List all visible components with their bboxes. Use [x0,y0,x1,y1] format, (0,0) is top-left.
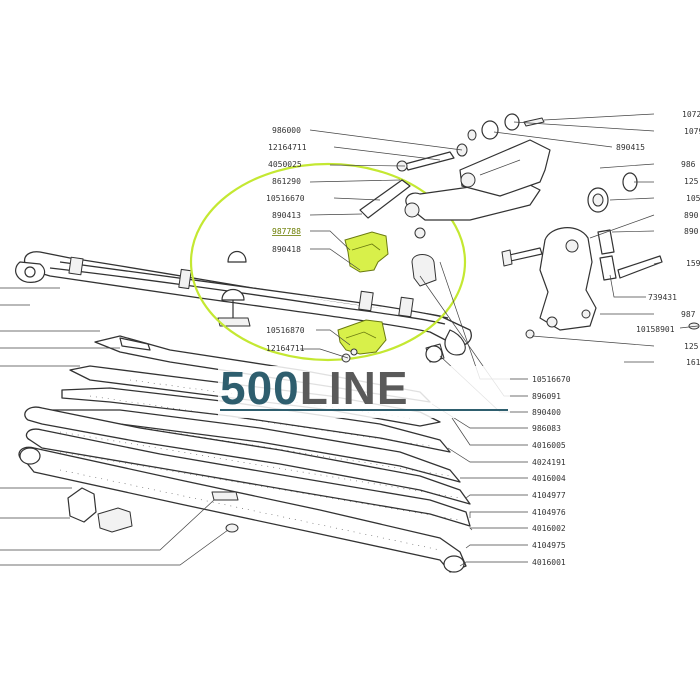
part-label: 890413 [272,211,301,220]
part-label: 4050025 [268,160,302,169]
logo-part-500: 500 [220,362,300,414]
part-label: 105 [686,194,700,203]
assembled-leaf-spring [15,250,472,356]
part-label: 4016005 [532,441,566,450]
part-labels-left: 986000 12164711 4050025 861290 10516670 … [266,126,307,353]
part-label: 890415 [616,143,645,152]
highlight-ring [189,162,467,362]
part-label: 890400 [532,408,561,417]
part-label: 10158901 [636,325,675,334]
part-label: 896091 [532,392,561,401]
part-label: 1079 [684,127,700,136]
part-label: 986083 [532,424,561,433]
svg-text:500LINE: 500LINE [220,362,409,414]
part-label: 125 [684,342,699,351]
part-label: 890 [684,227,699,236]
part-label: 10516870 [266,326,305,335]
part-label: 10516670 [266,194,305,203]
highlighted-bracket-lower[interactable] [337,319,387,355]
loose-brackets [67,487,133,533]
part-label: 890418 [272,245,301,254]
part-label: 125 [684,177,699,186]
part-label: 12164711 [266,344,305,353]
part-label: 4016001 [532,558,566,567]
part-labels-right: 1072 1079 890415 986 125 105 890 890 159… [616,110,700,367]
brand-logo: 500LINE [218,362,510,418]
part-label: 4104977 [532,491,566,500]
part-label: 4104976 [532,508,566,517]
part-label: 4024191 [532,458,566,467]
arm-assembly [359,113,700,363]
part-label: 861290 [272,177,301,186]
logo-part-line: LINE [300,362,409,414]
part-label: 986000 [272,126,301,135]
part-label: 1072 [682,110,700,119]
part-label: 890 [684,211,699,220]
part-label: 739431 [648,293,677,302]
part-label: 4016002 [532,524,566,533]
highlighted-part-label: 987788 [272,227,301,236]
highlighted-bracket-upper[interactable] [344,231,389,273]
part-label: 12164711 [268,143,307,152]
part-label: 10516670 [532,375,571,384]
part-labels-bottom: 10516670 896091 890400 986083 4016005 40… [532,375,571,567]
part-label: 4104975 [532,541,566,550]
part-label: 161 [686,358,700,367]
part-label: 4016004 [532,474,566,483]
part-label: 986 [681,160,696,169]
part-label: 987 [681,310,696,319]
part-label: 159 [686,259,700,268]
